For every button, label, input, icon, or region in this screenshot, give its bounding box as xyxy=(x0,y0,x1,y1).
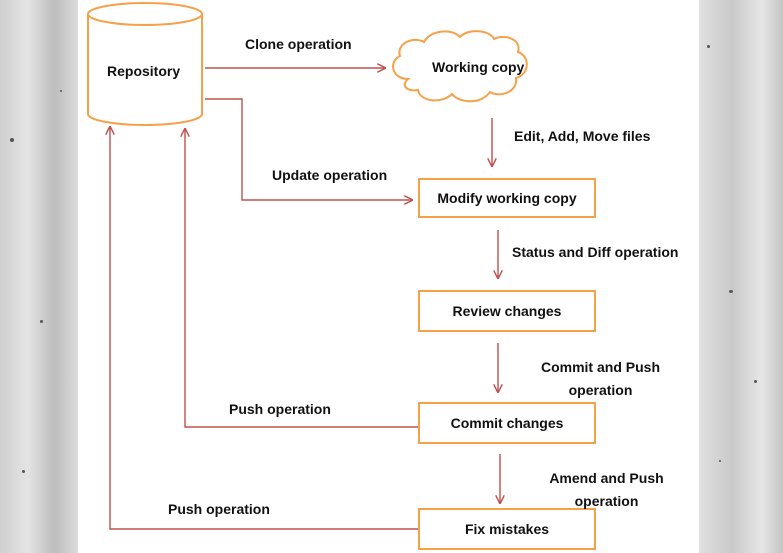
repository-label: Repository xyxy=(107,63,181,79)
left-texture-strip xyxy=(0,0,78,553)
update-operation-label: Update operation xyxy=(272,167,388,183)
commit-changes-box: Commit changes xyxy=(418,402,596,444)
clone-operation-label: Clone operation xyxy=(245,36,352,52)
update-arrow xyxy=(205,98,412,200)
commit-push-label-line1: Commit and Push xyxy=(540,359,660,375)
right-texture-strip xyxy=(699,0,783,553)
repository-cylinder xyxy=(87,2,203,126)
push-operation-label-2: Push operation xyxy=(168,501,270,517)
push-arrow-commit xyxy=(185,129,418,428)
working-copy-label: Working copy xyxy=(432,59,525,75)
status-diff-label: Status and Diff operation xyxy=(512,244,679,260)
fix-mistakes-box: Fix mistakes xyxy=(418,508,596,550)
amend-push-label-line1: Amend and Push xyxy=(549,470,664,486)
modify-working-copy-box: Modify working copy xyxy=(418,178,596,218)
review-changes-box: Review changes xyxy=(418,290,596,332)
edit-add-move-label: Edit, Add, Move files xyxy=(514,128,651,144)
commit-push-label-line2: operation xyxy=(568,382,633,398)
working-copy-cloud xyxy=(392,30,528,103)
amend-push-label-line2: operation xyxy=(574,493,639,509)
push-arrow-fix xyxy=(110,127,418,530)
push-operation-label-1: Push operation xyxy=(229,401,331,417)
